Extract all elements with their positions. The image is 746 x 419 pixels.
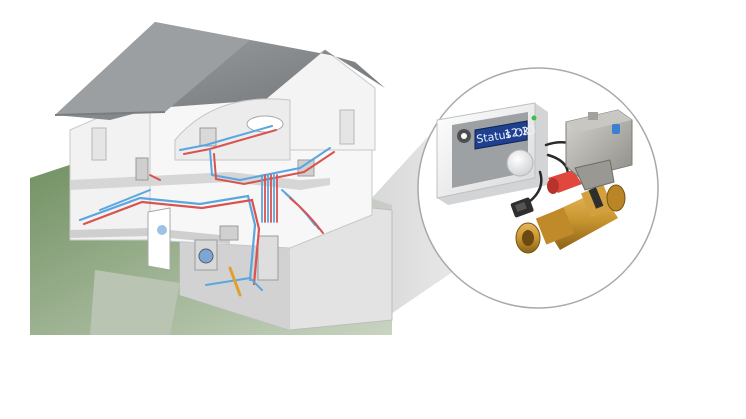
network-connector (510, 197, 534, 218)
status-led-icon (531, 115, 537, 121)
time-text: 12:23 (503, 123, 536, 141)
brass-valve (515, 184, 626, 254)
plumbing-pipes (78, 125, 335, 297)
control-unit (436, 102, 548, 205)
flow-sensor (547, 170, 582, 194)
control-knob (506, 149, 534, 177)
lcd-screen (474, 120, 528, 150)
valve-actuator (565, 109, 633, 191)
